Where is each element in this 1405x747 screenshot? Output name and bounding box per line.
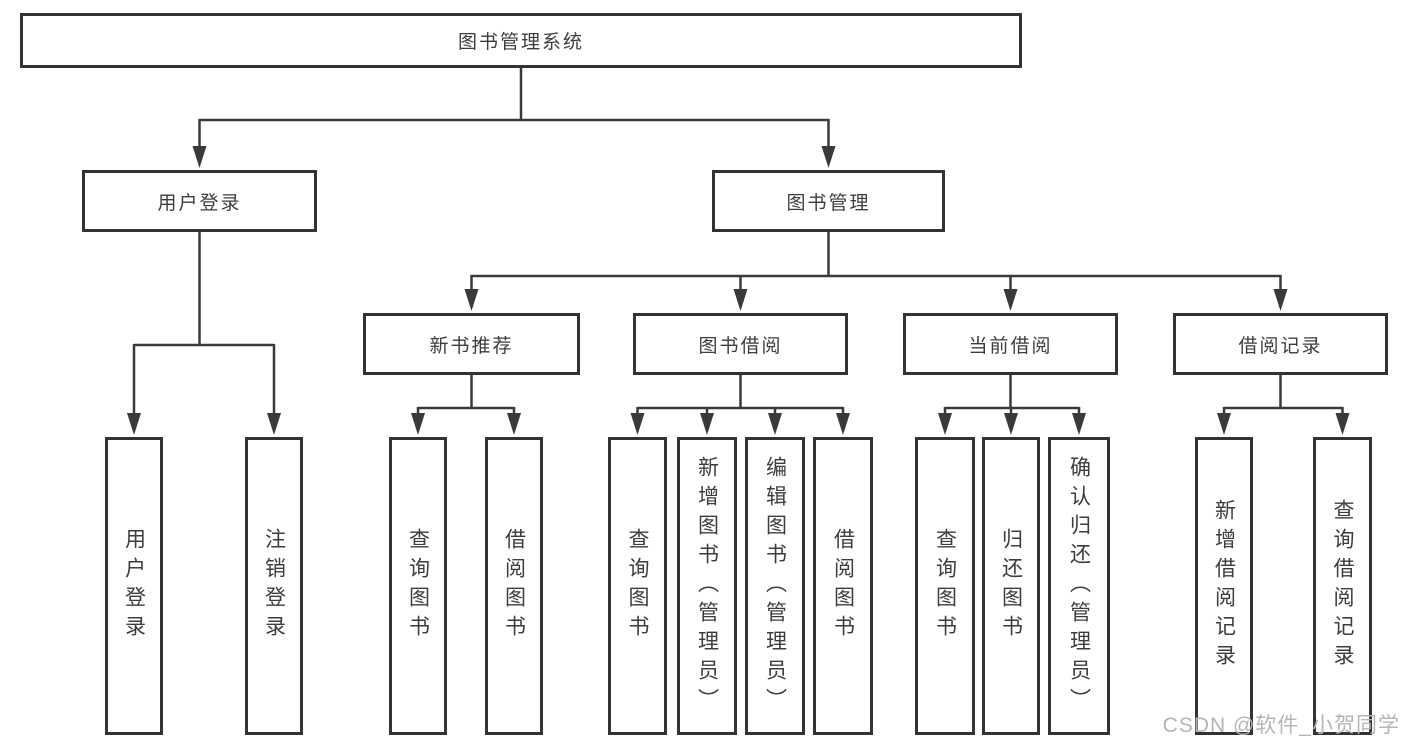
leaf-return-book: 归还图书 <box>982 437 1040 735</box>
leaf-borrow-book: 借阅图书 <box>813 437 873 735</box>
node-current-borrow: 当前借阅 <box>903 313 1118 375</box>
leaf-user-login-label: 用户登录 <box>122 528 146 644</box>
leaf-recommend-borrow-book-label: 借阅图书 <box>502 528 526 644</box>
leaf-borrow-book-label: 借阅图书 <box>831 528 855 644</box>
leaf-add-borrow-record: 新增借阅记录 <box>1195 437 1253 735</box>
leaf-add-borrow-record-label: 新增借阅记录 <box>1212 499 1236 673</box>
leaf-logout-label: 注销登录 <box>262 528 286 644</box>
leaf-borrow-query-book-label: 查询图书 <box>626 528 649 644</box>
csdn-watermark: CSDN @软件_小贺同学 <box>1162 714 1400 737</box>
leaf-current-query-book: 查询图书 <box>915 437 975 735</box>
leaf-current-query-book-label: 查询图书 <box>933 528 957 644</box>
leaf-add-book-admin: 新增图书（管理员） <box>677 437 737 735</box>
leaf-recommend-query-book: 查询图书 <box>389 437 447 735</box>
leaf-query-borrow-record: 查询借阅记录 <box>1313 437 1372 735</box>
node-user-login-label: 用户登录 <box>157 192 242 214</box>
leaf-borrow-query-book: 查询图书 <box>608 437 667 735</box>
node-book-borrow-label: 图书借阅 <box>698 335 783 357</box>
arrowheads <box>127 146 1350 435</box>
leaf-confirm-return-admin: 确认归还（管理员） <box>1048 437 1110 735</box>
leaf-logout: 注销登录 <box>245 437 303 735</box>
leaf-return-book-label: 归还图书 <box>999 528 1023 644</box>
leaf-edit-book-admin-label: 编辑图书（管理员） <box>763 455 787 717</box>
leaf-add-book-admin-label: 新增图书（管理员） <box>695 455 719 717</box>
node-user-login: 用户登录 <box>82 170 317 232</box>
node-root-label: 图书管理系统 <box>457 32 584 53</box>
node-root: 图书管理系统 <box>20 13 1022 68</box>
node-borrow-record: 借阅记录 <box>1173 313 1388 375</box>
node-new-book-recommend: 新书推荐 <box>363 313 580 375</box>
node-book-management: 图书管理 <box>712 170 945 232</box>
leaf-confirm-return-admin-label: 确认归还（管理员） <box>1067 455 1091 717</box>
leaf-user-login: 用户登录 <box>105 437 163 735</box>
node-current-borrow-label: 当前借阅 <box>968 335 1053 357</box>
node-book-borrow: 图书借阅 <box>633 313 848 375</box>
node-borrow-record-label: 借阅记录 <box>1238 335 1323 357</box>
leaf-recommend-borrow-book: 借阅图书 <box>485 437 543 735</box>
leaf-query-borrow-record-label: 查询借阅记录 <box>1331 499 1354 673</box>
leaf-edit-book-admin: 编辑图书（管理员） <box>745 437 805 735</box>
node-new-book-recommend-label: 新书推荐 <box>429 335 514 357</box>
leaf-recommend-query-book-label: 查询图书 <box>406 528 430 644</box>
node-book-management-label: 图书管理 <box>786 192 871 214</box>
